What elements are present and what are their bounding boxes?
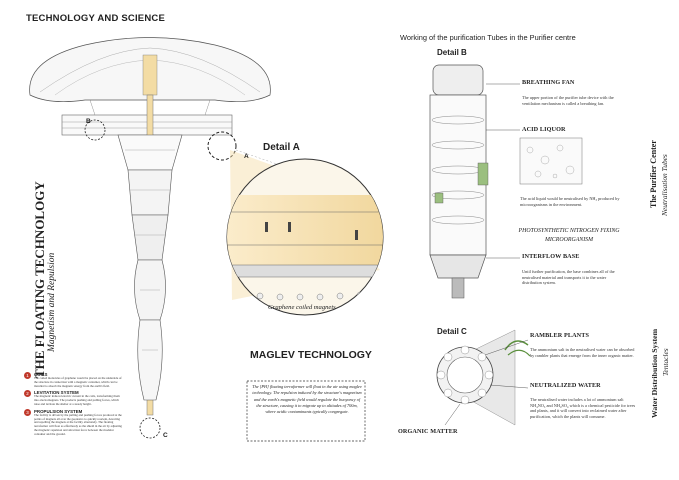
organic-matter-label: ORGANIC MATTER [398,428,458,435]
callout-a-circle [207,131,237,161]
floating-dome [29,37,271,102]
callout-c-circle [139,417,161,439]
neutralized-water-text: The neutralised water includes a lot of … [530,397,636,419]
legend-number: 1 [24,372,31,379]
water-distribution-title: Water Distribution System [650,328,659,418]
legend-item: 2 LEVITATION SYSTEM The magnetic induced… [24,390,124,406]
acid-liquor-text: The acid liquid would be neutralised by … [520,196,620,207]
floating-tech-subtitle: Magnetism and Repulsion [47,252,57,352]
acid-liquor-title: ACID LIQUOR [522,126,566,133]
detail-a-title: Detail A [263,142,300,153]
rambler-plants-block: RAMBLER PLANTS The ammonium salt in the … [530,332,638,358]
interflow-base-text: Until further purification, the base com… [522,269,615,286]
detail-b-title: Detail B [437,48,467,57]
legend-title: COILS [34,372,48,377]
page-title: TECHNOLOGY AND SCIENCE [26,13,165,24]
purifier-center-subtitle: Neutralisation Tubes [660,154,669,216]
rambler-plants-title: RAMBLER PLANTS [530,332,589,339]
detail-c-view [436,329,531,426]
legend-item: 1 COILS The coiled molecules of graphene… [24,372,124,388]
callout-c-label: C [163,432,168,439]
legend-text: The coiled molecules of graphene would b… [34,376,122,388]
interflow-base-title: INTERFLOW BASE [522,253,580,260]
callout-a-label: A [244,153,249,160]
legend-text: The magnetic induced electric current in… [34,394,120,406]
legend-number: 2 [24,390,31,398]
photosynthetic-label: PHOTOSYNTHETIC NITROGEN FIXING MICROORGA… [518,228,620,243]
detail-c-title: Detail C [437,327,467,336]
legend-text: The facility is driven by the pulling an… [34,412,122,436]
legend-number: 3 [24,408,31,416]
rambler-plants-text: The ammonium salt in the neutralised wat… [530,347,635,358]
legend-title: PROPULSION SYSTEM [34,408,83,414]
floating-tech-title: THE FLOATING TECHNOLOGY [32,181,47,378]
detail-a-view [226,158,384,316]
central-stem [117,94,183,416]
breathing-fan-text: The upper portion of the purifier tube d… [522,95,614,106]
detail-a-caption: Graphene coiled magnets [268,304,336,311]
legend: 1 COILS The coiled molecules of graphene… [24,372,124,437]
callout-b-circle [84,119,106,141]
breathing-fan-block: BREATHING FAN The upper portion of the p… [522,79,624,106]
purifier-center-title: The Purifier Center [649,140,658,208]
water-distribution-subtitle: Tentacles [661,348,670,376]
legend-title: LEVITATION SYSTEM [34,390,79,396]
neutralized-water-title: NEUTRALIZED WATER [530,382,601,389]
interflow-base-block: INTERFLOW BASE Until further purificatio… [522,253,624,286]
maglev-title: MAGLEV TECHNOLOGY [250,349,372,361]
callout-b-label: B [86,118,91,125]
purifier-tube [429,64,489,299]
maglev-text-box [246,380,366,442]
working-title: Working of the purification Tubes in the… [400,33,576,42]
neutralized-water-block: NEUTRALIZED WATER The neutralised water … [530,382,638,419]
acid-liquor-block: ACID LIQUOR [522,126,624,133]
breathing-fan-title: BREATHING FAN [522,79,575,86]
maglev-text: The [PH] floating terraformer will float… [252,384,362,415]
legend-item: 3 PROPULSION SYSTEM The facility is driv… [24,408,124,437]
acid-liquor-sample [519,137,583,185]
